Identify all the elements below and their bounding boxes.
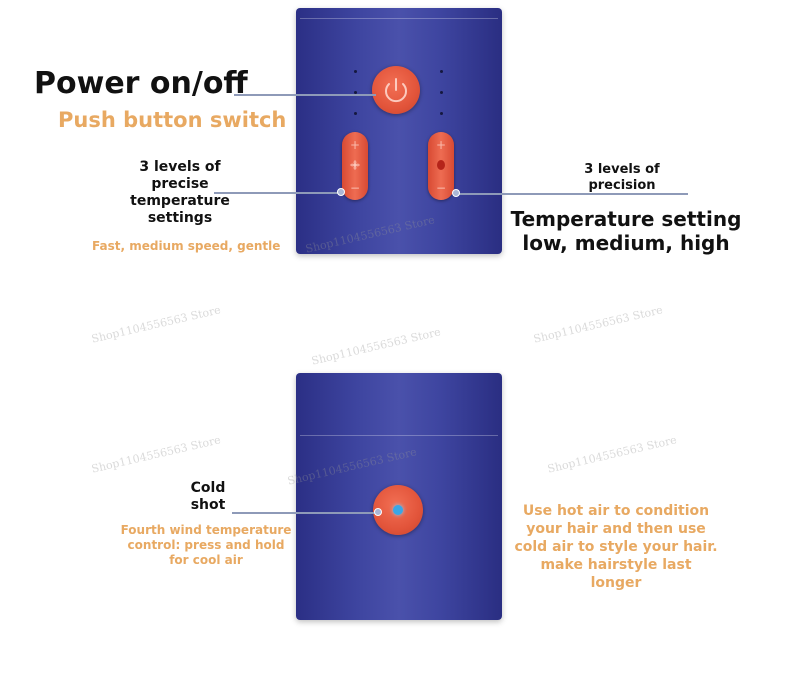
temperature-control-button[interactable]: + −	[428, 132, 454, 200]
power-button[interactable]	[372, 66, 420, 114]
watermark: Shop1104556563 Store	[546, 433, 678, 476]
temperature-levels-label: 3 levels of precision	[584, 162, 660, 193]
device-rim	[300, 435, 498, 436]
callout-line-power	[234, 94, 376, 96]
speed-levels-label: 3 levels of precise temperature settings	[130, 159, 230, 226]
indicator-dot	[354, 91, 357, 94]
callout-line-left	[214, 192, 342, 194]
cold-shot-sublabel: Fourth wind temperature control: press a…	[120, 523, 292, 567]
device-bottom-panel	[296, 373, 502, 620]
cold-indicator-icon	[393, 505, 403, 515]
power-icon	[385, 78, 407, 103]
callout-dot	[374, 508, 382, 516]
speed-control-button[interactable]: + −	[342, 132, 368, 200]
minus-icon: −	[349, 181, 361, 195]
power-subtitle: Push button switch	[58, 108, 287, 132]
temperature-setting-title: Temperature setting low, medium, high	[510, 207, 742, 255]
watermark: Shop1104556563 Store	[310, 325, 442, 368]
indicator-dot	[354, 70, 357, 73]
power-title: Power on/off	[34, 66, 248, 101]
plus-icon: +	[349, 138, 361, 152]
device-top-panel: + − + −	[296, 8, 502, 254]
watermark: Shop1104556563 Store	[90, 303, 222, 346]
device-rim	[300, 18, 498, 19]
callout-line-cold	[232, 512, 378, 514]
indicator-dot	[440, 91, 443, 94]
watermark: Shop1104556563 Store	[90, 433, 222, 476]
indicator-dot	[354, 112, 357, 115]
callout-dot	[452, 189, 460, 197]
indicator-icon	[437, 160, 445, 170]
indicator-dot	[440, 70, 443, 73]
fan-icon	[350, 160, 360, 170]
indicator-dot	[440, 112, 443, 115]
speed-levels-sublabel: Fast, medium speed, gentle	[92, 239, 281, 253]
callout-line-right	[456, 193, 688, 195]
hair-tip-text: Use hot air to condition your hair and t…	[514, 503, 718, 591]
cold-shot-label: Cold shot	[190, 480, 226, 513]
minus-icon: −	[435, 181, 447, 195]
callout-dot	[337, 188, 345, 196]
watermark: Shop1104556563 Store	[532, 303, 664, 346]
plus-icon: +	[435, 138, 447, 152]
